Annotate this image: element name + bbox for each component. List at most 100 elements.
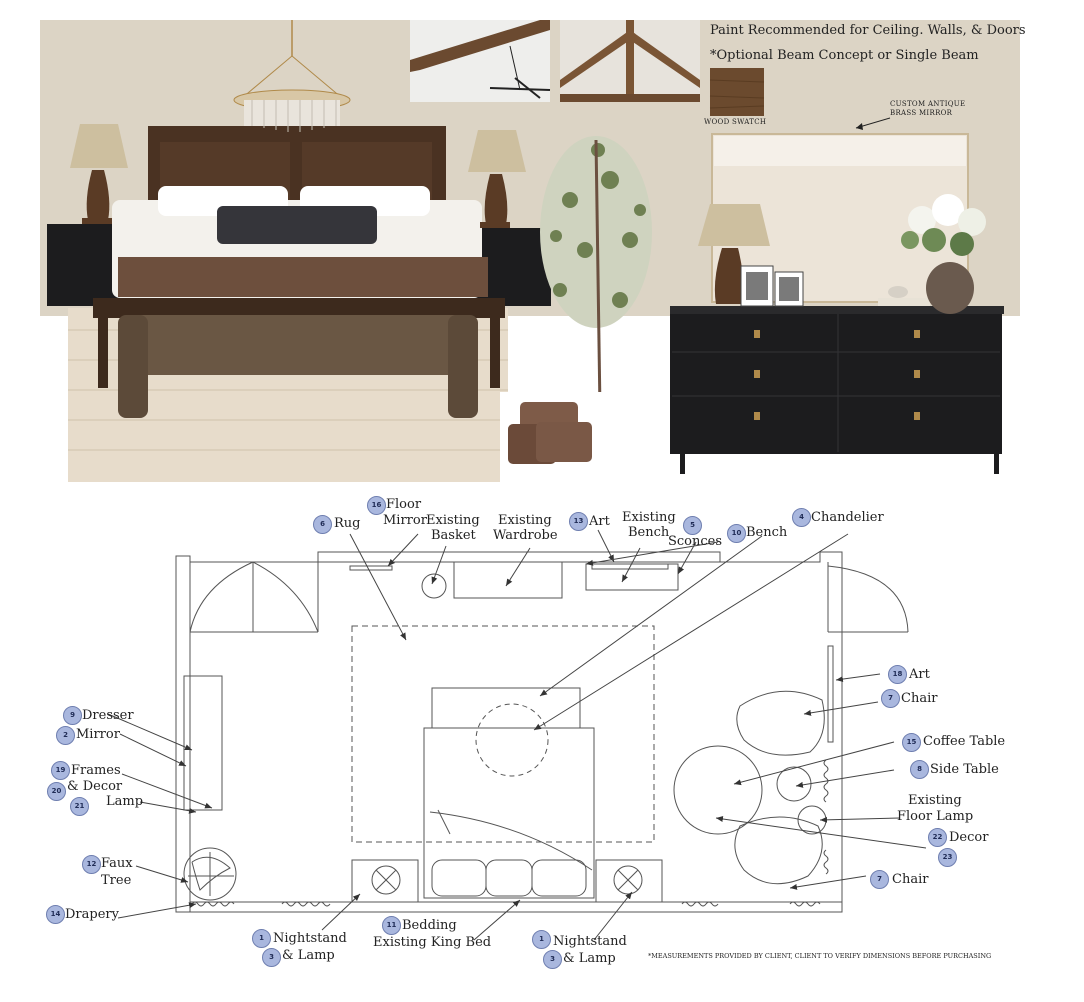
- wood-swatch-label: WOOD SWATCH: [704, 118, 767, 126]
- nightstand-left-shape: [351, 859, 419, 903]
- ceiling-beam-photo-2: [560, 20, 700, 102]
- label-chair-bottom: Chair: [892, 872, 929, 887]
- chair-top-shape: [736, 690, 825, 756]
- label-floor-mirror-2: Mirror: [383, 513, 427, 528]
- mirror-label-line1: CUSTOM ANTIQUE: [890, 100, 966, 108]
- badge-14: 14: [46, 905, 65, 924]
- label-nightstand-left: Nightstand: [273, 931, 347, 946]
- label-lamp-ns-right: & Lamp: [563, 951, 616, 966]
- label-faux-tree-2: Tree: [101, 873, 132, 888]
- existing-wardrobe-shape: [453, 561, 563, 599]
- label-mirror: Mirror: [76, 727, 120, 742]
- badge-15: 15: [902, 733, 921, 752]
- badge-4: 4: [792, 508, 811, 527]
- label-coffee-table: Coffee Table: [923, 734, 1006, 749]
- door-left-leaf: [190, 562, 254, 633]
- existing-basket-shape: [421, 573, 447, 599]
- label-decor-left: & Decor: [67, 779, 123, 794]
- label-dresser: Dresser: [82, 708, 134, 723]
- coffee-table-shape: [673, 745, 763, 835]
- badge-7-bottom: 7: [870, 870, 889, 889]
- art-right-shape: [827, 645, 834, 743]
- ceiling-beam-photo-1: [410, 20, 551, 102]
- decor-books: [878, 298, 930, 306]
- headboard-shape: [431, 687, 581, 729]
- badge-16: 16: [367, 496, 386, 515]
- label-bench: Bench: [746, 525, 788, 540]
- label-existing-wardrobe-2: Wardrobe: [493, 528, 558, 543]
- table-lamp-left-image: [70, 124, 128, 224]
- left-wall: [175, 555, 191, 913]
- measurement-footnote: *MEASUREMENTS PROVIDED BY CLIENT, CLIENT…: [648, 952, 992, 960]
- bench-image: [118, 315, 478, 375]
- badge-3-left: 3: [262, 948, 281, 967]
- label-bedding: Bedding: [402, 918, 457, 933]
- label-decor-right: Decor: [949, 830, 989, 845]
- label-nightstand-right: Nightstand: [553, 934, 627, 949]
- beam-concept-note: *Optional Beam Concept or Single Beam: [710, 48, 979, 63]
- dresser-shape: [183, 675, 223, 811]
- badge-8: 8: [910, 760, 929, 779]
- badge-2: 2: [56, 726, 75, 745]
- label-existing-floor-lamp-1: Existing: [908, 793, 962, 808]
- label-existing-basket-1: Existing: [426, 513, 480, 528]
- nightstand-right-shape: [595, 859, 663, 903]
- label-existing-bench-1: Existing: [622, 510, 676, 525]
- existing-bench-shape: [585, 563, 679, 591]
- label-lamp-ns-left: & Lamp: [282, 948, 335, 963]
- rug-outline: [351, 625, 655, 843]
- label-existing-wardrobe-1: Existing: [498, 513, 552, 528]
- label-drapery: Drapery: [65, 907, 119, 922]
- badge-19: 19: [51, 761, 70, 780]
- bed-shape: [423, 727, 595, 899]
- art-top-shape: [591, 563, 669, 570]
- pillow-1-shape: [431, 859, 487, 897]
- label-chair-top: Chair: [901, 691, 938, 706]
- label-art-top: Art: [589, 514, 610, 529]
- badge-1-right: 1: [532, 930, 551, 949]
- chandelier-shape: [475, 703, 549, 777]
- badge-6: 6: [313, 515, 332, 534]
- floor-plan-drawing: [107, 529, 927, 941]
- badge-3-right: 3: [543, 950, 562, 969]
- label-chandelier: Chandelier: [811, 510, 884, 525]
- badge-11: 11: [382, 916, 401, 935]
- badge-21: 21: [70, 797, 89, 816]
- badge-1-left: 1: [252, 929, 271, 948]
- drapery-left-shape: [191, 901, 235, 907]
- decorative-pillows-image: [500, 392, 618, 484]
- label-faux-tree-1: Faux: [101, 856, 133, 871]
- mirror-label-line2: BRASS MIRROR: [890, 109, 953, 117]
- label-existing-king-bed: Existing King Bed: [373, 935, 492, 950]
- dresser-image: [670, 312, 1002, 454]
- bed-throw-image: [118, 257, 488, 297]
- label-sconces: Sconces: [668, 534, 723, 549]
- label-art-right: Art: [909, 667, 930, 682]
- badge-9: 9: [63, 706, 82, 725]
- label-existing-basket-2: Basket: [431, 528, 476, 543]
- label-side-table: Side Table: [930, 762, 999, 777]
- badge-12: 12: [82, 855, 101, 874]
- label-rug: Rug: [334, 516, 361, 531]
- label-lamp-left: Lamp: [106, 794, 144, 809]
- label-floor-mirror-1: Floor: [386, 497, 422, 512]
- dresser-lamp-image: [698, 204, 770, 304]
- badge-22: 22: [928, 828, 947, 847]
- badge-13: 13: [569, 512, 588, 531]
- pillow-3-shape: [531, 859, 587, 897]
- badge-20: 20: [47, 782, 66, 801]
- chandelier-image: [233, 20, 351, 132]
- vase-with-flowers-image: [901, 194, 986, 314]
- table-lamp-right-image: [468, 130, 526, 228]
- badge-10: 10: [727, 524, 746, 543]
- wood-swatch: [710, 68, 764, 116]
- badge-7-top: 7: [881, 689, 900, 708]
- label-frames: Frames: [71, 763, 121, 778]
- paint-recommendation-title: Paint Recommended for Ceiling. Walls, & …: [710, 23, 1026, 38]
- top-wall: [317, 551, 721, 563]
- lumbar-pillow-image: [217, 206, 377, 244]
- label-existing-floor-lamp-2: Floor Lamp: [897, 809, 974, 824]
- floor-mirror-shape: [349, 565, 393, 571]
- faux-tree-shape: [183, 847, 237, 901]
- mood-board-illustration: [47, 20, 1004, 484]
